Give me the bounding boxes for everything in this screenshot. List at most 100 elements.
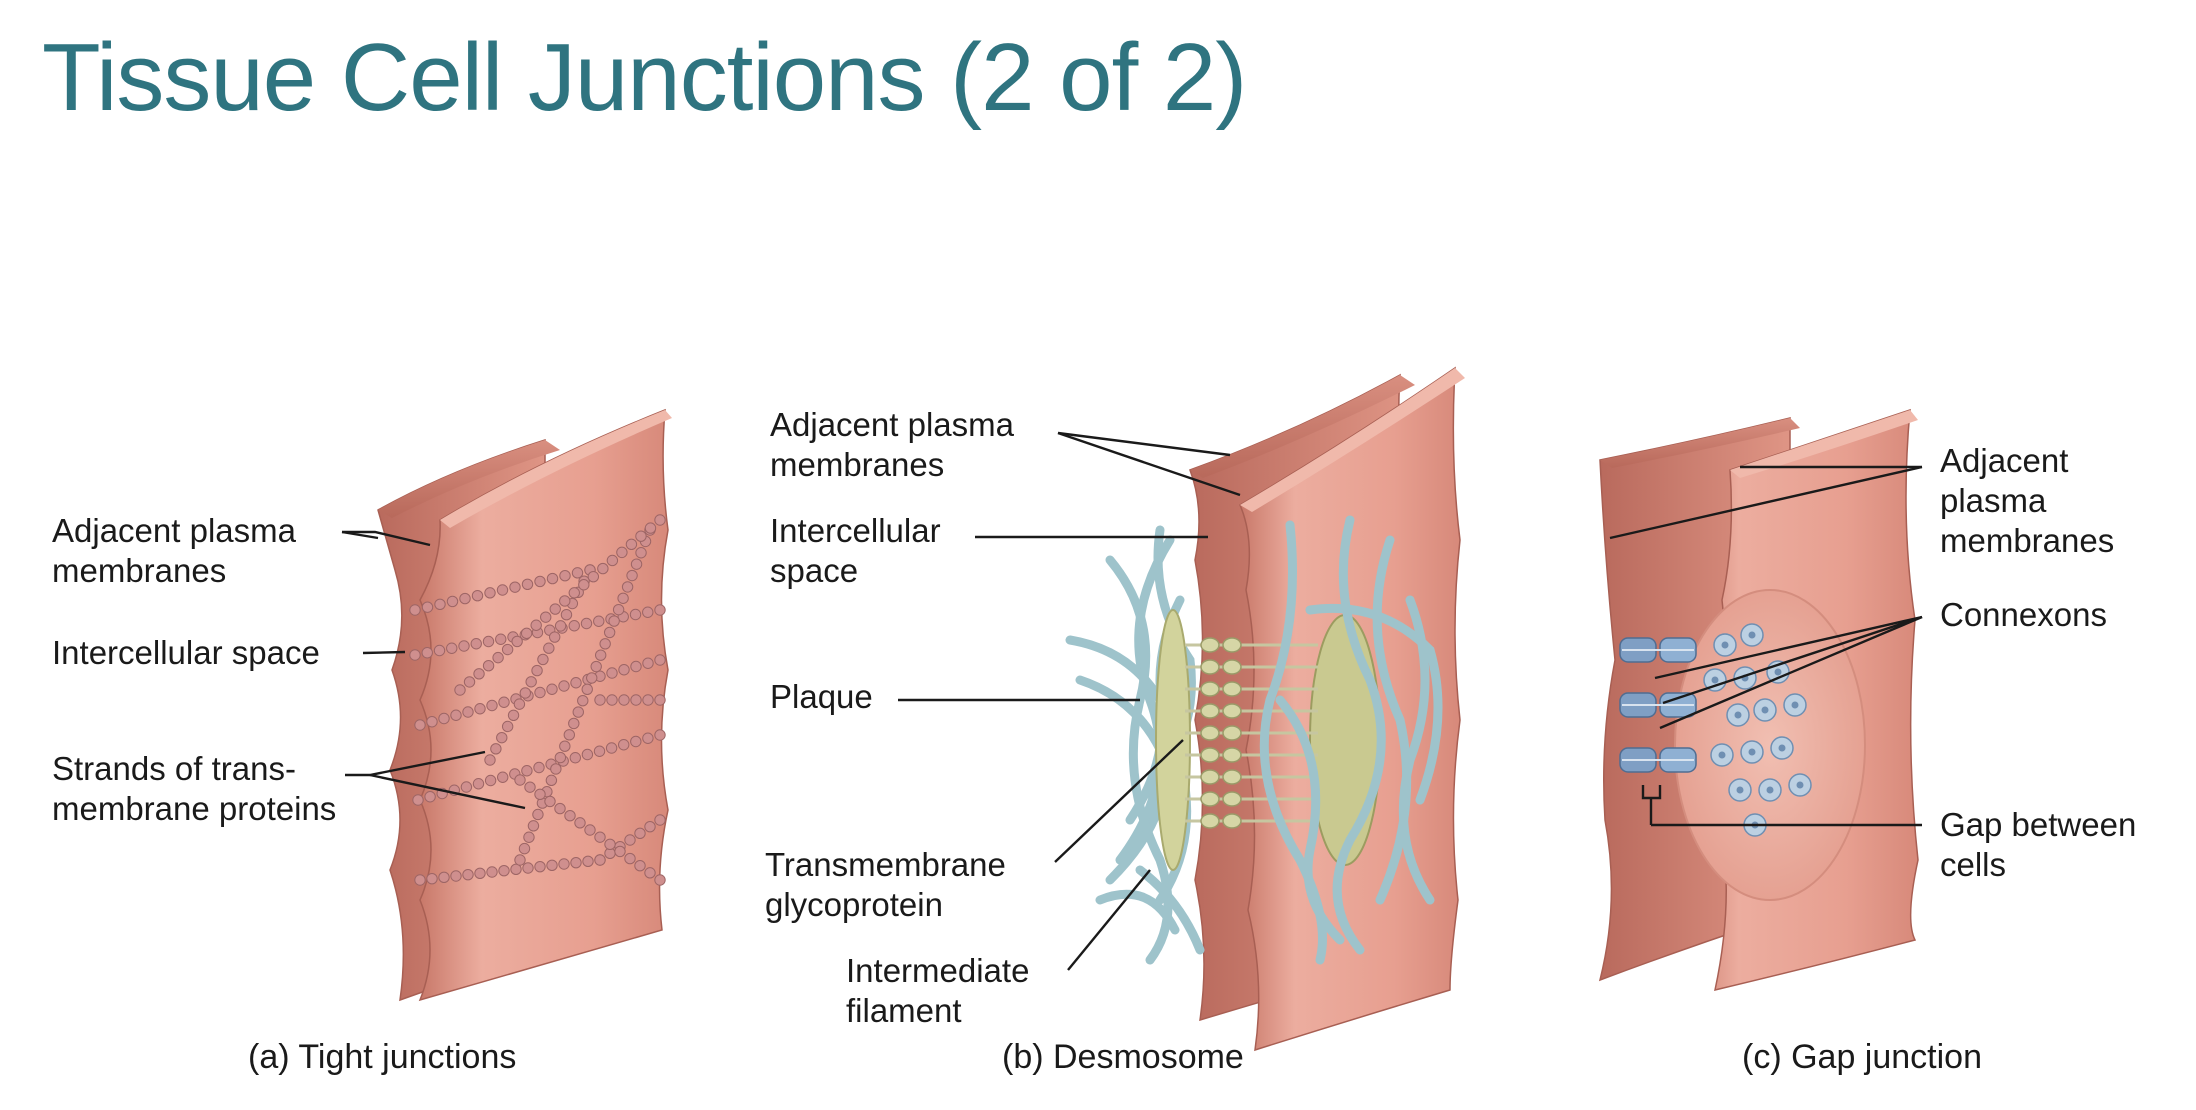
gap-label-membranes-line2: plasma (1940, 482, 2047, 519)
membrane-protein-bead (501, 720, 514, 733)
desmosome-label-glycoprotein-line2: glycoprotein (765, 886, 943, 923)
membrane-protein-bead (421, 601, 434, 613)
membrane-protein-bead (546, 683, 558, 695)
membrane-protein-bead (450, 709, 462, 721)
membrane-protein-bead (568, 620, 580, 632)
gap-junction-drawing (1598, 408, 1919, 992)
membrane-protein-bead (546, 859, 558, 872)
membrane-protein-bead (450, 870, 462, 882)
membrane-protein-bead (412, 794, 424, 806)
caption-desmosome: (b) Desmosome (1002, 1038, 1244, 1076)
membrane-protein-bead (654, 514, 666, 526)
connexon-pore (1791, 701, 1799, 709)
membrane-protein-bead (568, 587, 580, 599)
membrane-protein-bead (618, 694, 630, 706)
intermediate-filaments-right (1259, 515, 1443, 965)
membrane-protein-bead (486, 699, 498, 712)
glycoprotein-head (1222, 813, 1242, 829)
connexon-pore (1721, 641, 1729, 649)
caption-gap-junction: (c) Gap junction (1742, 1038, 1982, 1076)
membrane-protein-bead (654, 654, 666, 666)
membrane-protein-bead (446, 642, 458, 654)
membrane-protein-bead (617, 592, 629, 604)
desmosome-label-space-line2: space (770, 552, 858, 589)
membrane-protein-bead (654, 729, 666, 741)
membrane-protein-bead (550, 763, 562, 775)
membrane-protein-bead (560, 609, 573, 621)
membrane-protein-bead (616, 546, 628, 559)
membrane-protein-bead (574, 817, 586, 829)
membrane-protein-bead (568, 717, 580, 730)
page-title: Tissue Cell Junctions (2 of 2) (42, 24, 1247, 131)
membrane-protein-bead (606, 667, 618, 679)
membrane-protein-bead (519, 687, 531, 699)
membrane-protein-bead (554, 751, 567, 764)
membrane-protein-bead (606, 694, 618, 706)
membrane-protein-bead (474, 867, 486, 880)
membrane-protein-bead (581, 748, 594, 761)
membrane-protein-bead (630, 558, 643, 570)
membrane-protein-bead (434, 598, 446, 610)
glycoprotein-head (1200, 769, 1220, 785)
desmosome-label-filament-line1: Intermediate (846, 952, 1029, 989)
membrane-protein-bead (654, 694, 666, 706)
connexon-pore (1774, 668, 1782, 676)
membrane-protein-bead (586, 672, 598, 684)
membrane-protein-bead (424, 791, 436, 803)
membrane-protein-bead (554, 802, 566, 815)
leader-lines (341, 431, 1923, 971)
membrane-protein-bead (630, 660, 642, 673)
connexon-pore (1748, 631, 1756, 639)
membrane-protein-bead (634, 827, 646, 840)
membrane-protein-bead (625, 538, 638, 550)
membrane-protein-bead (544, 795, 556, 808)
membrane-protein-bead (514, 774, 526, 786)
tight-label-intercellular-space: Intercellular space (52, 634, 320, 671)
membrane-protein-bead (458, 640, 470, 652)
desmosome-label-plaque: Plaque (770, 678, 873, 715)
membrane-protein-bead (446, 595, 459, 608)
membrane-protein-bead (509, 581, 521, 593)
membrane-protein-bead (524, 781, 536, 793)
membrane-protein-bead (593, 615, 605, 627)
membrane-protein-bead (414, 874, 426, 886)
membrane-protein-bead (533, 761, 545, 774)
membrane-protein-bead (630, 694, 642, 706)
membrane-protein-bead (496, 584, 509, 596)
membrane-protein-bead (590, 660, 602, 673)
membrane-protein-bead (642, 657, 654, 669)
membrane-protein-bead (549, 631, 561, 643)
glycoprotein-head (1200, 747, 1220, 763)
desmosome-label-space-line1: Intercellular (770, 512, 941, 549)
caption-tight-junctions: (a) Tight junctions (248, 1038, 516, 1076)
desmosome-label-membranes-line1: Adjacent plasma (770, 406, 1015, 443)
glycoprotein-head (1200, 659, 1220, 675)
membrane-protein-bead (571, 567, 584, 579)
membrane-protein-bead (629, 608, 642, 621)
membrane-protein-bead (522, 862, 534, 874)
membrane-protein-bead (463, 676, 476, 688)
membrane-protein-bead (654, 814, 666, 826)
membrane-protein-bead (634, 860, 646, 872)
glycoprotein-head (1222, 791, 1242, 807)
membrane-protein-bead (530, 619, 542, 631)
glycoprotein-head (1222, 659, 1242, 675)
membrane-protein-bead (484, 774, 497, 787)
membrane-protein-bead (433, 644, 446, 657)
membrane-protein-bead (577, 694, 589, 707)
glycoprotein-head (1222, 747, 1242, 763)
connexons-face (1703, 623, 1812, 837)
membrane-protein-bead (572, 706, 584, 718)
membrane-protein-bead (534, 788, 546, 800)
membrane-protein-bead (492, 651, 504, 664)
membrane-protein-bead (618, 739, 630, 751)
membrane-protein-bead (472, 778, 485, 790)
membrane-protein-bead (490, 743, 502, 755)
membrane-protein-bead (578, 579, 590, 591)
membrane-protein-bead (409, 604, 421, 616)
membrane-protein-bead (537, 653, 549, 666)
membrane-protein-bead (594, 649, 607, 661)
membrane-protein-bead (635, 547, 647, 559)
membrane-protein-bead (630, 735, 642, 748)
connexon-pore (1734, 711, 1742, 719)
